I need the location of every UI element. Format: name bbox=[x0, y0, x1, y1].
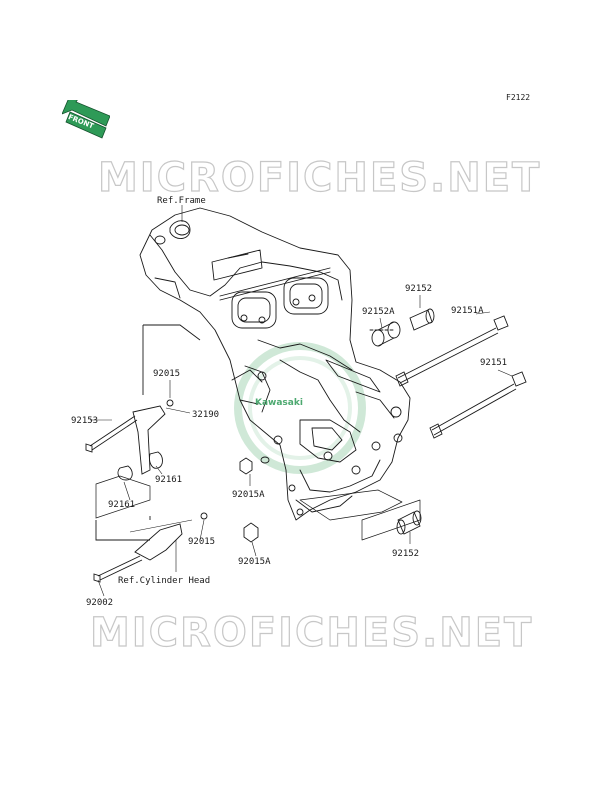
part-32190-label[interactable]: 32190 bbox=[192, 410, 220, 420]
ref-frame-label: Ref.Frame bbox=[157, 196, 206, 206]
part-92015-top-label[interactable]: 92015 bbox=[153, 369, 181, 379]
leader-lines bbox=[90, 205, 513, 597]
part-92151-label[interactable]: 92151 bbox=[480, 358, 508, 368]
watermark-bottom: MICROFICHES.NET bbox=[89, 610, 534, 656]
ref-cylinder-head-label: Ref.Cylinder Head bbox=[118, 576, 211, 586]
part-92015-mid-label[interactable]: 92015 bbox=[188, 537, 216, 547]
bracket-assembly-drawing bbox=[85, 324, 208, 583]
nut-92015a-drawing bbox=[239, 456, 270, 543]
part-92015a-top-label[interactable]: 92015A bbox=[232, 490, 265, 500]
figure-code: F2122 bbox=[506, 93, 531, 102]
collar-92152-bottom-drawing bbox=[396, 510, 422, 535]
part-92152a-label[interactable]: 92152A bbox=[362, 307, 395, 317]
brand-badge: Kawasaki bbox=[255, 398, 303, 408]
part-92152-bottom-label[interactable]: 92152 bbox=[392, 549, 420, 559]
bolt-92151-drawing bbox=[429, 371, 527, 439]
part-92152-top-label[interactable]: 92152 bbox=[405, 284, 433, 294]
part-92153-label[interactable]: 92153 bbox=[71, 416, 99, 426]
watermark-top: MICROFICHES.NET bbox=[97, 155, 542, 201]
front-arrow-icon bbox=[62, 100, 110, 139]
collar-92152-top-drawing bbox=[371, 308, 435, 347]
part-92161-left-label[interactable]: 92161 bbox=[108, 500, 136, 510]
part-92161-right-label[interactable]: 92161 bbox=[155, 475, 183, 485]
part-92151a-label[interactable]: 92151A bbox=[451, 306, 484, 316]
bolt-92151a-drawing bbox=[395, 315, 509, 387]
part-92002-label[interactable]: 92002 bbox=[86, 598, 114, 608]
part-92015a-bottom-label[interactable]: 92015A bbox=[238, 557, 271, 567]
